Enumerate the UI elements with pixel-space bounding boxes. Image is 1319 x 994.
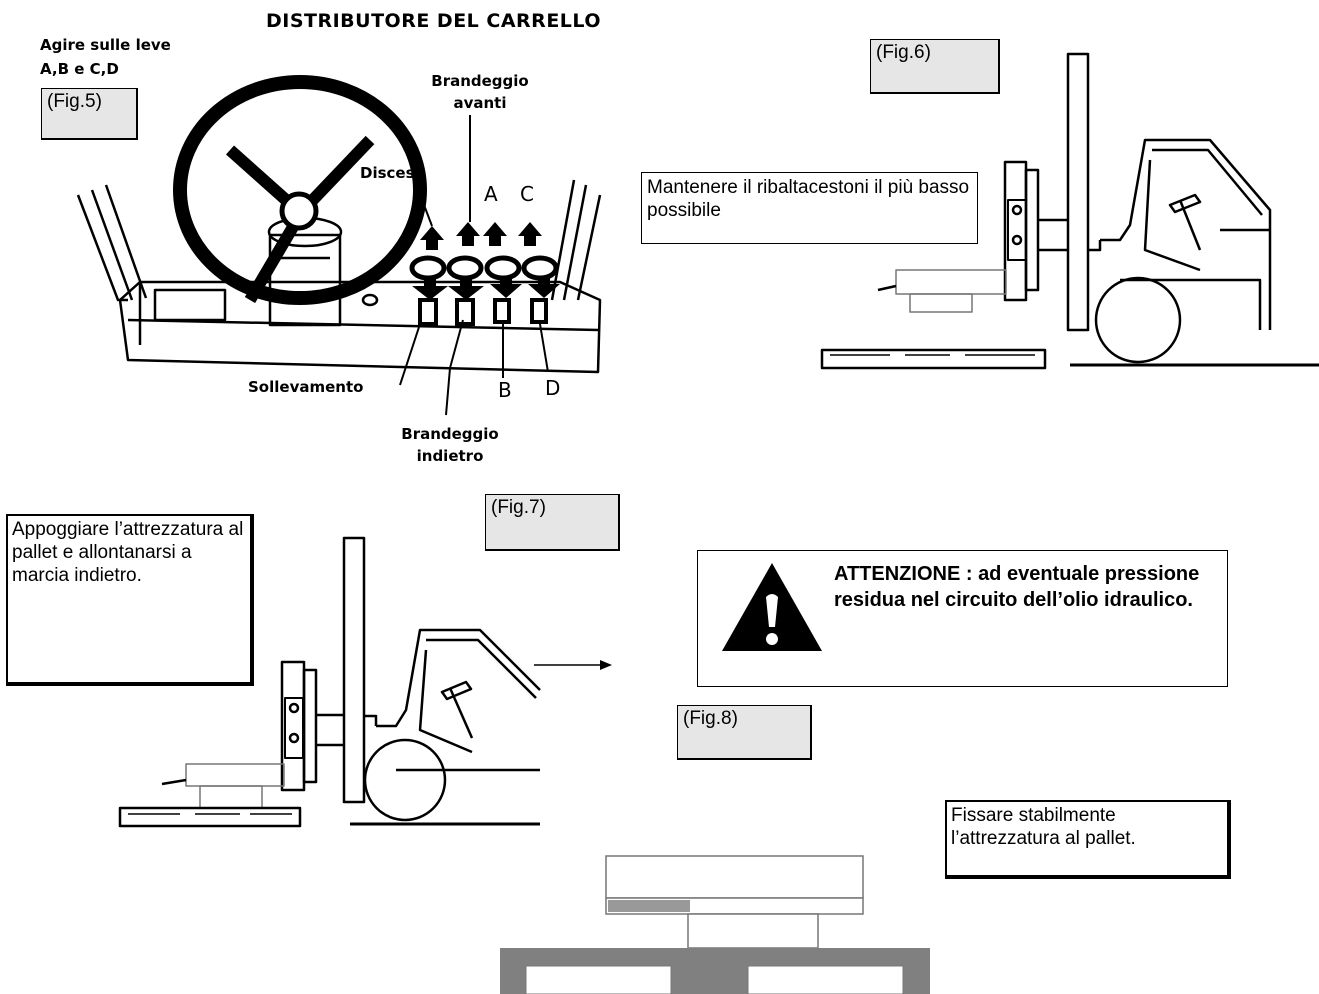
label-lever-c: C: [520, 182, 534, 206]
truck-control-panel-illustration: [76, 75, 602, 416]
lever-instruction-line1: Agire sulle leve: [40, 36, 171, 54]
label-brandeggio-avanti: Brandeggio avanti: [400, 70, 560, 114]
label-brandeggio-indietro-line2: indietro: [416, 447, 484, 465]
diagram-title: DISTRIBUTORE DEL CARRELLO: [266, 10, 601, 32]
label-brandeggio-avanti-line2: avanti: [453, 94, 507, 112]
forklift-on-pallet-illustration: [118, 536, 541, 828]
label-lever-d: D: [545, 376, 561, 400]
lever-instruction-line2: A,B e C,D: [40, 60, 119, 78]
lever-instruction: Agire sulle leve A,B e C,D: [40, 33, 171, 81]
warning-triangle-icon: [722, 563, 822, 651]
fig8-label: (Fig.8): [677, 705, 812, 760]
label-lever-b: B: [498, 378, 512, 402]
label-brandeggio-indietro: Brandeggio indietro: [370, 423, 530, 467]
label-sollevamento: Sollevamento: [248, 378, 364, 396]
label-lever-a: A: [484, 182, 498, 206]
fig6-note: Mantenere il ribaltacestoni il più basso…: [641, 172, 978, 244]
warning-text: ATTENZIONE : ad eventuale pressione resi…: [834, 563, 1200, 611]
label-brandeggio-avanti-line1: Brandeggio: [431, 72, 529, 90]
fig7-label: (Fig.7): [485, 494, 620, 551]
forklift-lowered-illustration: [820, 52, 1319, 370]
fig7-note: Appoggiare l’attrezzatura al pallet e al…: [6, 514, 254, 686]
warning-box: ATTENZIONE : ad eventuale pressione resi…: [697, 550, 1228, 687]
label-brandeggio-indietro-line1: Brandeggio: [401, 425, 499, 443]
fig6-label: (Fig.6): [870, 39, 1000, 94]
attachment-on-pallet-illustration: [500, 855, 930, 994]
fig5-label: (Fig.5): [41, 88, 138, 140]
arrow-right-icon: [534, 660, 612, 670]
label-discesa: Discesa: [360, 164, 425, 182]
fig8-note: Fissare stabilmente l’attrezzatura al pa…: [945, 800, 1231, 879]
